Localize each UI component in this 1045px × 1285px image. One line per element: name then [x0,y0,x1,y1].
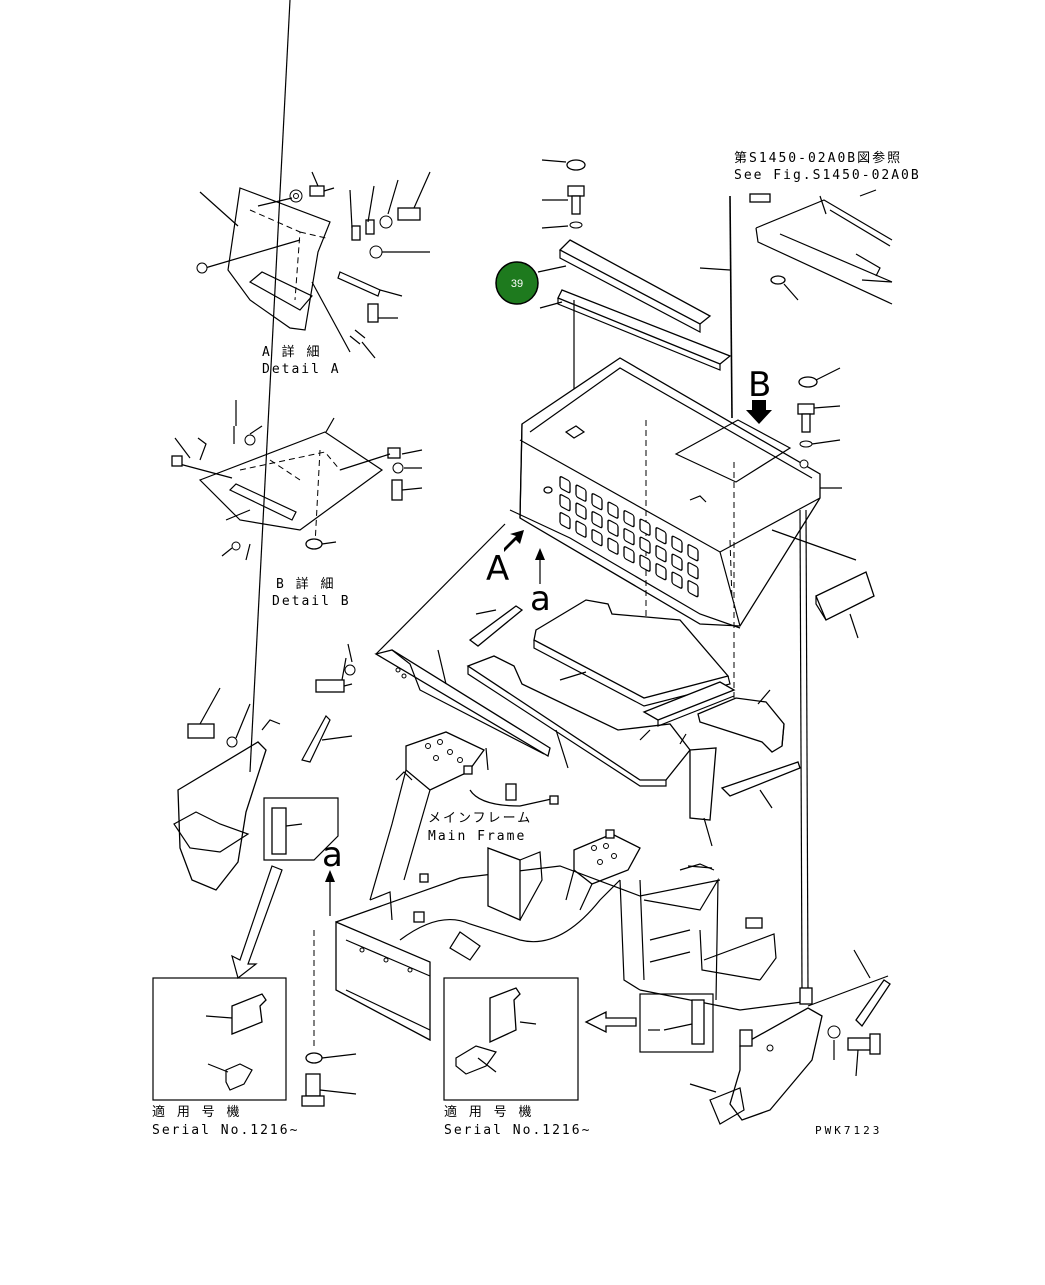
frame-fragment-top-right [749,189,893,305]
serial-box-right [443,977,579,1101]
view-marker-a: A [486,549,509,589]
serial-box-left [152,977,287,1101]
serial-right-en: Serial No.1216~ [444,1123,591,1138]
hood-grille [559,476,699,598]
hollow-arrow-left-icon [584,1010,637,1034]
detail-b-title-en: Detail B [272,594,351,609]
callout-39-label: 39 [511,278,523,290]
engine-hood [509,357,821,700]
mid-panels [466,509,875,991]
view-marker-b: B [748,365,771,405]
serial-right-jp: 適 用 号 機 [444,1104,533,1120]
left-bracket [173,0,353,980]
detail-a-title-en: Detail A [262,362,341,377]
arrow-b-icon [746,400,772,424]
long-bracket [315,523,569,769]
detail-a-drawing [196,171,431,359]
arrow-a-icon [504,530,524,552]
reference-en: See Fig.S1450-02A0B [734,168,921,183]
bottom-fasteners [301,930,357,1107]
callout-39[interactable]: 39 [495,261,539,305]
serial-left-jp: 適 用 号 機 [152,1104,241,1120]
serial-left-en: Serial No.1216~ [152,1123,299,1138]
arrow-up-a-icon [535,548,545,560]
right-fasteners [797,367,842,489]
main-frame-en: Main Frame [428,829,526,844]
detail-a-title-jp: A 詳 細 [262,344,321,360]
main-frame [335,731,891,1125]
view-marker-a-lower-2: a [322,835,343,875]
detail-b-drawing [171,400,423,561]
main-frame-jp: メインフレーム [428,811,532,826]
top-fasteners [541,159,586,229]
arrow-up-lower-icon [325,870,335,882]
view-marker-a-lower: a [530,579,551,619]
drawing-code: PWK7123 [815,1124,882,1137]
insert-box-right [639,993,714,1053]
reference-jp: 第S1450-02A0B図参照 [734,150,902,166]
detail-b-title-jp: B 詳 細 [276,576,335,592]
